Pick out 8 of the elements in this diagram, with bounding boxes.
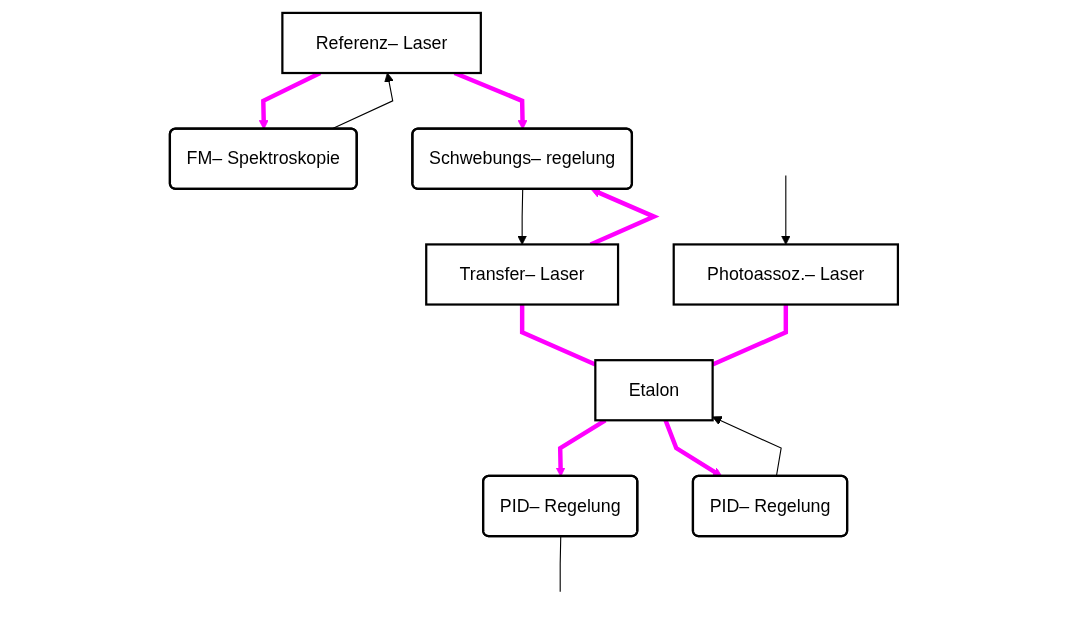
node-box: Transfer– Laser bbox=[424, 243, 619, 306]
node-box: Referenz– Laser bbox=[280, 11, 482, 75]
node-box: Photoassoz.– Laser bbox=[672, 243, 899, 306]
arrow bbox=[516, 188, 527, 245]
connector bbox=[711, 304, 788, 367]
arrow bbox=[780, 174, 791, 245]
node-box: Etalon bbox=[593, 359, 714, 422]
connector bbox=[559, 536, 561, 593]
